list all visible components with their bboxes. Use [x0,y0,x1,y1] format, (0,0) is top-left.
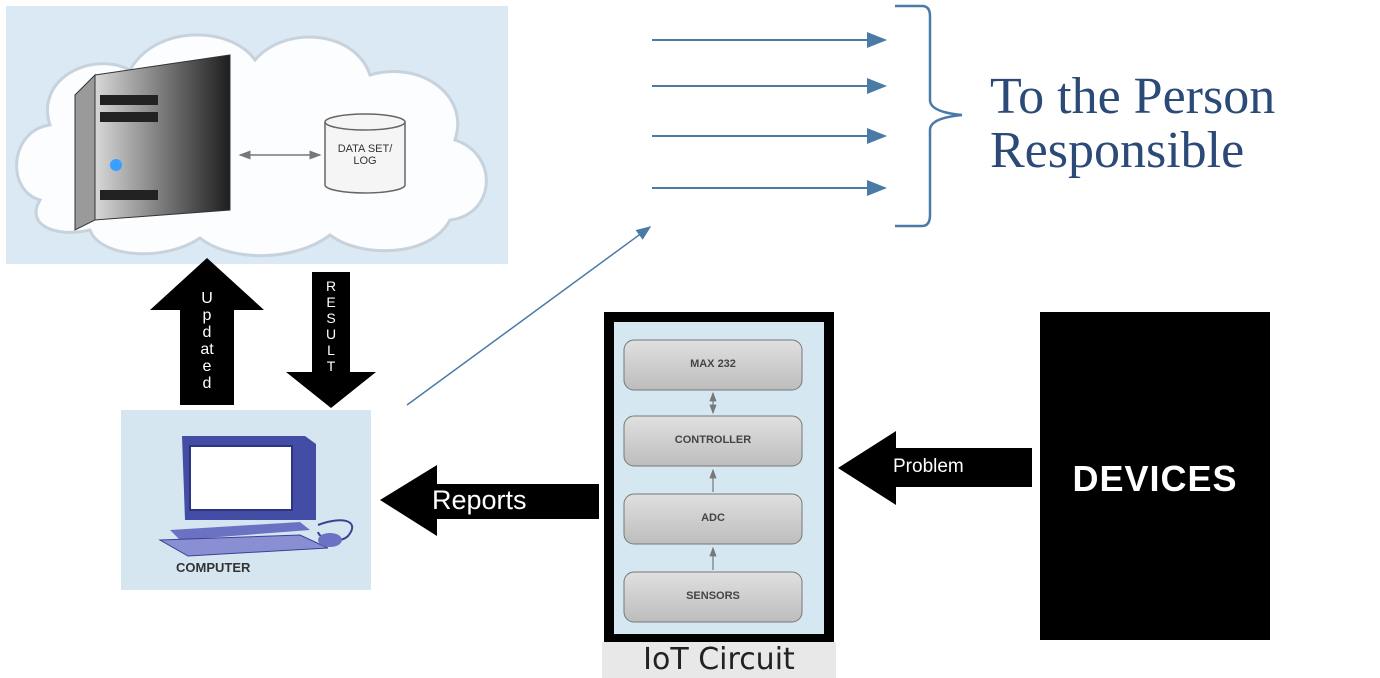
iot-caption: IoT Circuit [602,642,836,678]
person-line-2: Responsible [990,122,1245,179]
result-letter: E [326,294,336,310]
datastore-label: DATA SET/ LOG [325,143,405,167]
updated-letter: d [202,324,212,341]
result-letter: T [326,358,336,374]
server-icon [74,54,231,231]
updated-arrow [150,258,264,405]
result-letter: L [327,342,335,358]
datastore-label-line1: DATA SET/ [337,143,393,155]
problem-label: Problem [893,456,964,477]
block-adc [623,493,803,545]
updated-letter: at [200,341,214,358]
computer-panel [121,410,371,590]
datastore-label-line2: LOG [353,155,377,167]
block-sensors [623,571,803,623]
block-adc-label: ADC [701,512,725,524]
updated-letter: U [201,290,213,307]
block-controller-label: CONTROLLER [674,434,752,446]
block-controller [623,415,803,467]
computer-icon [158,436,354,557]
reports-arrow [380,465,599,536]
result-arrow [286,272,376,408]
datastore-icon [324,113,406,194]
person-line-1: To the Person [990,68,1276,125]
block-max232-label: MAX 232 [690,358,736,370]
computer-to-person-line [406,226,652,406]
devices-label: DEVICES [1072,458,1238,499]
cloud-panel [6,6,508,264]
result-label: R E S U L T [316,278,346,374]
result-letter: U [325,326,337,342]
block-sensors-label: SENSORS [686,590,740,602]
result-letter: S [326,310,336,326]
notification-lines [652,32,887,196]
updated-letter: p [202,307,212,324]
person-brace [895,4,963,228]
updated-label: U p d at e d [192,290,222,392]
problem-arrow [838,431,1032,505]
updated-letter: e [202,358,212,375]
devices-box [1040,312,1270,640]
iot-circuit [604,312,834,644]
result-letter: R [325,278,337,294]
reports-label: Reports [432,485,527,515]
computer-label: COMPUTER [176,560,251,575]
block-max232 [623,339,803,391]
updated-letter: d [202,375,212,392]
